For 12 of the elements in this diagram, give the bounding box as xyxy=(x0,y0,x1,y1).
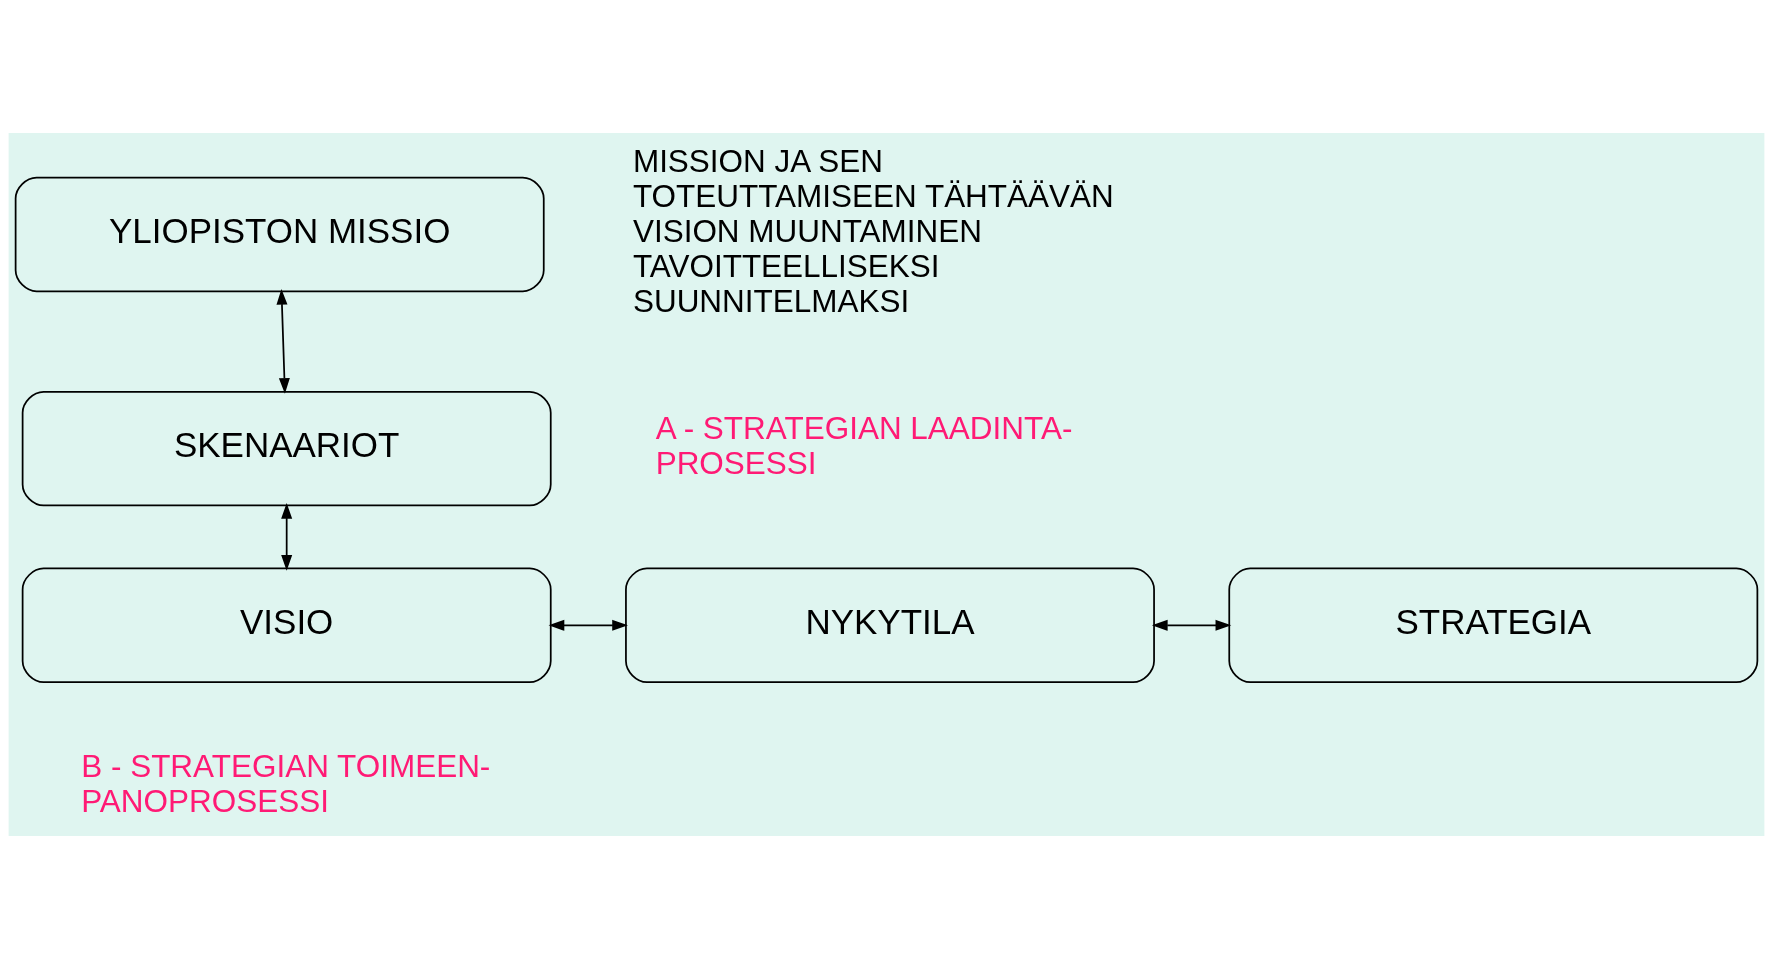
node-box: STRATEGIA xyxy=(1228,567,1759,683)
label: B - STRATEGIAN TOIMEEN- PANOPROSESSI xyxy=(81,749,491,820)
label: MISSION JA SEN TOTEUTTAMISEEN TÄHTÄÄVÄN VISION MUUNTAMINEN TAVOITTEELLISEKSI SUUNNITELMAKSI xyxy=(632,144,1114,320)
label: A - STRATEGIAN LAADINTA- PROSESSI xyxy=(655,410,1073,481)
node-box: YLIOPISTON MISSIO xyxy=(14,176,545,293)
arrow xyxy=(1151,619,1232,631)
arrow xyxy=(548,619,628,631)
node-box: SKENAARIOT xyxy=(21,390,552,507)
node-box: NYKYTILA xyxy=(625,567,1155,683)
arrow xyxy=(281,503,293,571)
arrow xyxy=(276,288,290,394)
node-box: VISIO xyxy=(21,567,552,683)
